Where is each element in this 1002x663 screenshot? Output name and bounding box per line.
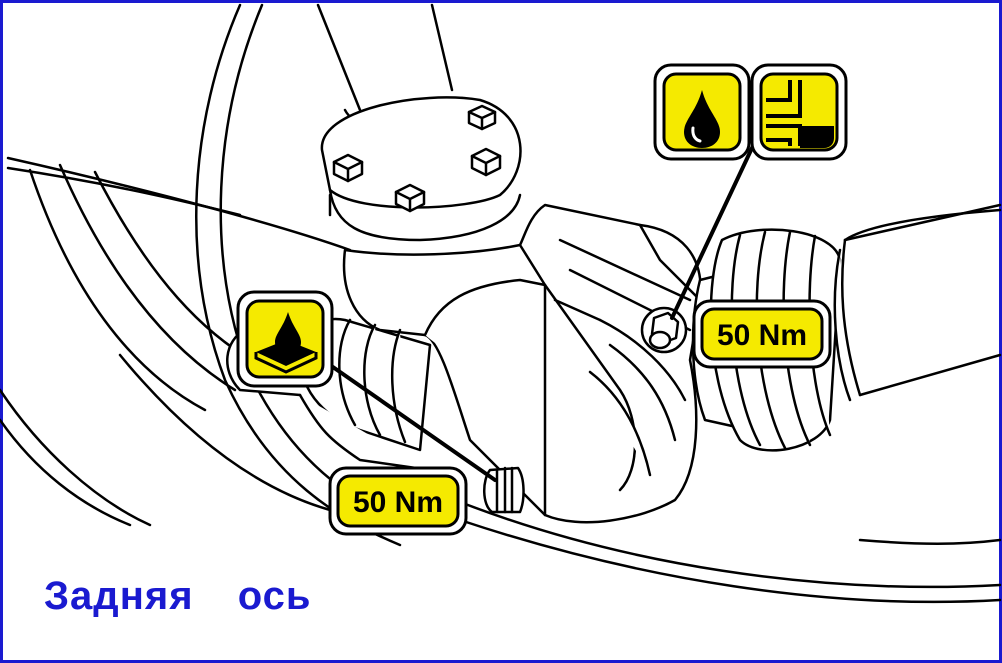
oil-drain-icon bbox=[236, 290, 334, 388]
oil-drop-icon bbox=[653, 63, 751, 161]
torque-value-upper: 50 Nm bbox=[717, 319, 807, 352]
fill-level-icon bbox=[750, 63, 848, 161]
leader-line-fill bbox=[670, 146, 754, 320]
torque-value-lower: 50 Nm bbox=[353, 486, 443, 519]
tire-arcs bbox=[0, 3, 402, 547]
torque-label-upper: 50 Nm bbox=[692, 299, 832, 369]
torque-label-lower: 50 Nm bbox=[328, 466, 468, 536]
body-lines bbox=[6, 156, 1002, 604]
fill-plug bbox=[640, 306, 688, 354]
differential-housing bbox=[342, 203, 702, 524]
leader-line-drain bbox=[328, 363, 497, 482]
flange-bolts bbox=[332, 104, 502, 213]
diagram-caption: Задняя ось bbox=[44, 574, 312, 618]
